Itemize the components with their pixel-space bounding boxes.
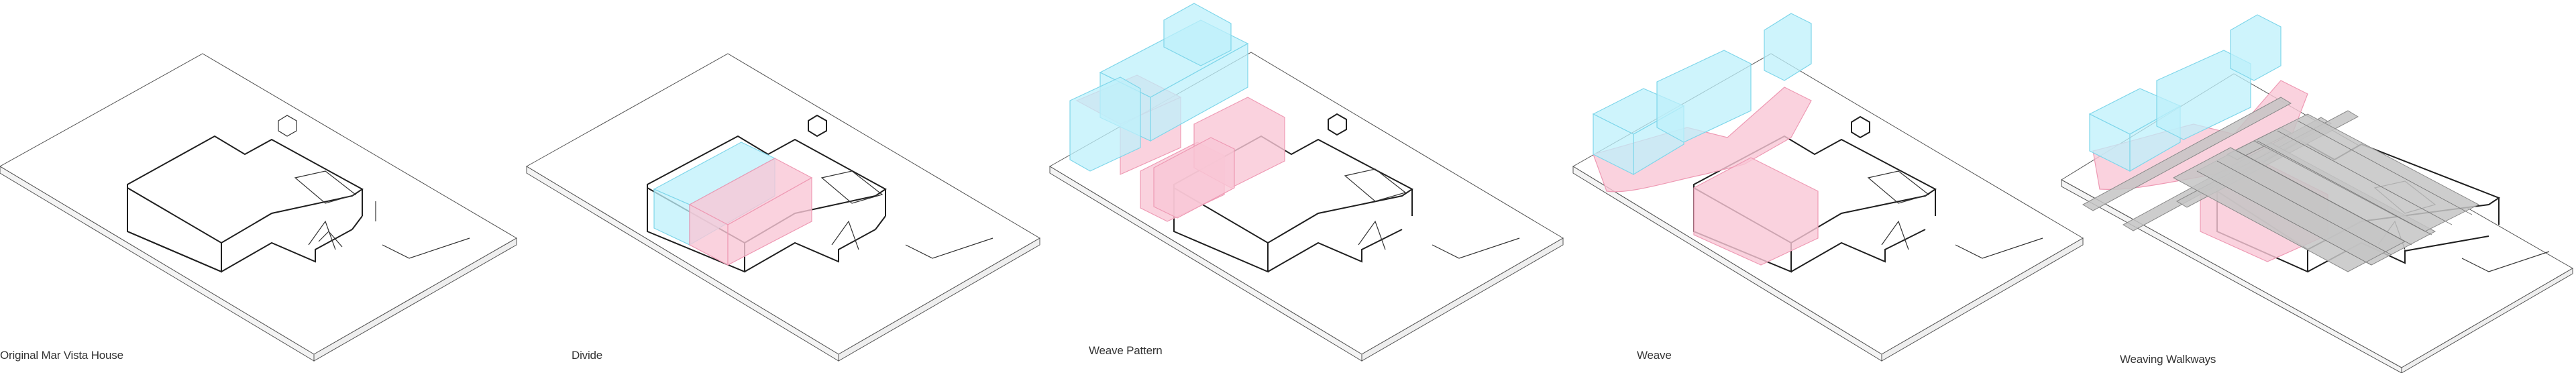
panel-weave-pattern [1046, 0, 1570, 373]
caption-original-house: Original Mar Vista House [0, 349, 123, 362]
panel-divide [523, 0, 1046, 373]
panel-weave [1570, 0, 2093, 373]
caption-divide: Divide [572, 349, 603, 362]
panel-weaving-walkways [2059, 0, 2576, 373]
walkway-grid-lines [2197, 121, 2472, 265]
caption-weaving-walkways: Weaving Walkways [2120, 353, 2216, 366]
house-details [278, 115, 470, 258]
blue-weave-surface [2090, 15, 2281, 171]
pink-weave-lower [1154, 138, 1234, 218]
caption-weave: Weave [1637, 349, 1672, 362]
blue-weave-surface [1593, 13, 1811, 174]
caption-weave-pattern: Weave Pattern [1089, 344, 1163, 357]
house-details [822, 171, 993, 258]
blue-weave-blocks [1070, 3, 1248, 171]
house-details [1868, 171, 2043, 258]
house-volume [127, 136, 362, 272]
pink-divide-volume [690, 158, 812, 265]
panel-original-house [0, 0, 523, 373]
walkway-grid [2083, 97, 2479, 272]
house-details [1345, 169, 1519, 258]
